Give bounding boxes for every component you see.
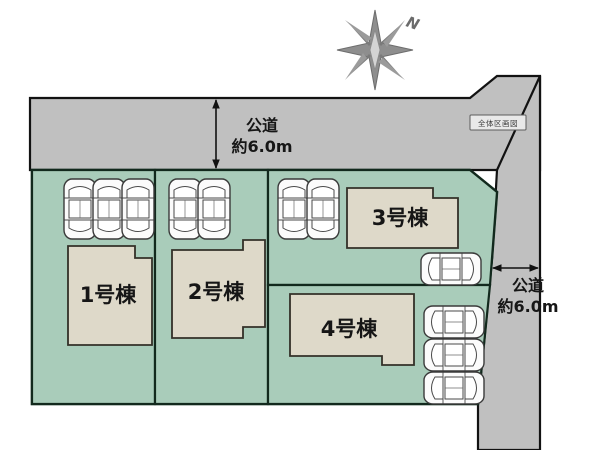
building-2-label: 2号棟 (188, 280, 246, 304)
plan-title-badge: 全体区画図 (469, 114, 527, 131)
buildings-layer (67, 187, 459, 366)
parking-stall-4-3[interactable] (423, 371, 485, 405)
parking-stall-2-1[interactable] (168, 178, 202, 240)
parking-stall-1-2[interactable] (92, 178, 126, 240)
east-road-width-label: 約6.0m (497, 297, 558, 316)
building-3-label: 3号棟 (372, 206, 430, 230)
parking-stall-4-1[interactable] (423, 305, 485, 339)
building-3-footprint[interactable] (346, 187, 459, 249)
parking-stall-2-2[interactable] (197, 178, 231, 240)
dimension-east-road: 公道 約6.0m (492, 264, 559, 316)
building-1-label: 1号棟 (80, 283, 138, 307)
parking-stall-3-1[interactable] (277, 178, 311, 240)
building-labels: 1号棟 2号棟 3号棟 4号棟 (80, 206, 430, 341)
north-arrow: N (336, 9, 422, 91)
parking-stall-1-1[interactable] (63, 178, 97, 240)
parking-stall-3-2[interactable] (306, 178, 340, 240)
plan-title-badge-box (469, 114, 527, 131)
compass-needle (369, 29, 381, 71)
parking-stall-4-2[interactable] (423, 338, 485, 372)
north-road-width-label: 約6.0m (231, 137, 292, 156)
parking-stall-1-3[interactable] (121, 178, 155, 240)
compass-spike-sw (345, 53, 367, 80)
road-layer (28, 74, 542, 450)
north-road-name-label: 公道 (246, 116, 278, 135)
parking-stall-3-3[interactable] (420, 252, 482, 286)
compass-spike-ne (383, 20, 405, 47)
dimension-north-road: 公道 約6.0m (212, 99, 293, 169)
compass-spike-se (378, 58, 405, 80)
plan-title-badge-label: 全体区画図 (478, 118, 518, 128)
building-4-label: 4号棟 (321, 317, 379, 341)
building-1-footprint[interactable] (67, 245, 153, 346)
east-road-name-label: 公道 (512, 276, 544, 295)
building-2-footprint[interactable] (171, 239, 266, 339)
building-4-footprint[interactable] (289, 293, 415, 366)
compass-north-letter: N (404, 13, 422, 34)
compass-spike-nw (345, 20, 372, 42)
